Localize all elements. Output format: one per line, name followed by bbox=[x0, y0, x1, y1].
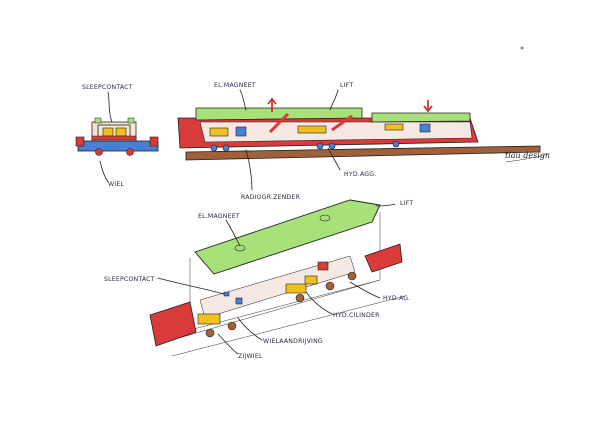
perspective-view bbox=[149, 199, 406, 357]
label-lift-top: LIFT bbox=[340, 82, 353, 89]
label-sleepcontact-top: SLEEPCONTACT bbox=[82, 84, 133, 91]
label-el-magneet-bottom: EL.MAGNEET bbox=[198, 213, 240, 220]
label-hyd-cilinder: HYD.CILINDER bbox=[333, 312, 380, 319]
label-el-magneet-top: EL.MAGNEET bbox=[214, 82, 256, 89]
label-sleepcontact-bottom: SLEEPCONTACT bbox=[104, 276, 155, 283]
label-hyd-agg-bottom: HYD.AG. bbox=[383, 295, 410, 302]
label-wielaandrijving: WIELAANDRIJVING bbox=[263, 338, 323, 345]
signature: tlau design bbox=[505, 151, 550, 160]
label-wiel: WIEL bbox=[108, 181, 124, 188]
label-zijwiel: ZIJWIEL bbox=[238, 353, 263, 360]
label-lift-bottom: LIFT bbox=[400, 200, 413, 207]
label-hyd-agg-top: HYD.AGG. bbox=[344, 171, 376, 178]
stray-mark bbox=[520, 46, 524, 50]
long-rail-view bbox=[177, 89, 541, 191]
label-radiogr-zender: RADIOGR.ZENDER bbox=[241, 194, 301, 201]
side-view-cart bbox=[75, 91, 159, 183]
